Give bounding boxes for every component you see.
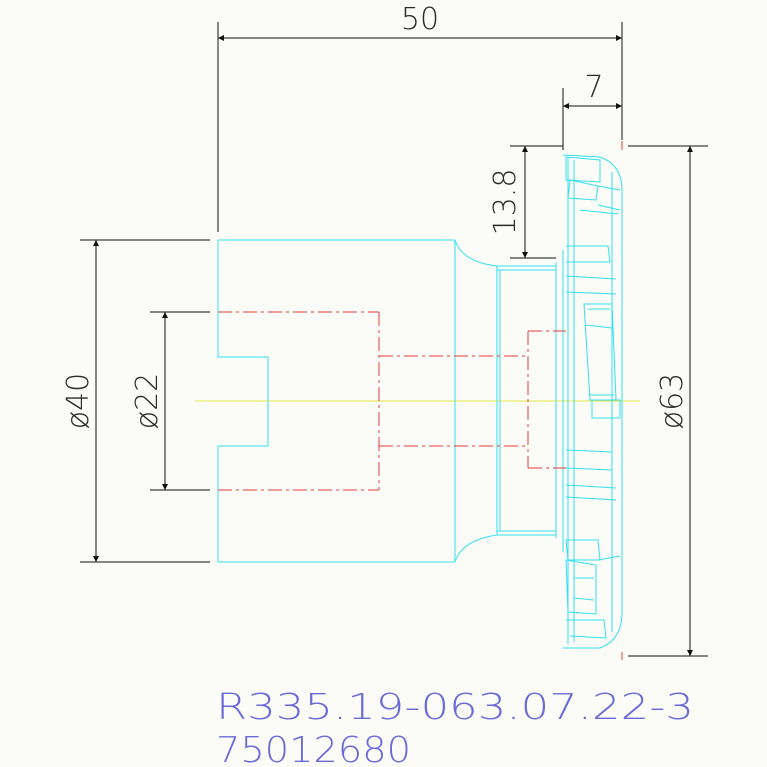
dim-dia-22: ø22 (130, 373, 165, 430)
dim-dia-63: ø63 (655, 373, 690, 430)
part-code: R335.19-063.07.22-3 (216, 687, 694, 728)
dim-dia-40: ø40 (61, 373, 96, 430)
cutter-head (562, 154, 623, 649)
cutter-body-outline (217, 239, 564, 563)
dim-insert-width: 7 (584, 70, 603, 105)
dimension-lines (80, 22, 708, 657)
dim-height-13-8: 13.8 (488, 169, 523, 236)
dim-overall-length: 50 (401, 2, 439, 37)
part-number: 75012680 (216, 730, 411, 767)
hidden-lines (218, 141, 623, 660)
